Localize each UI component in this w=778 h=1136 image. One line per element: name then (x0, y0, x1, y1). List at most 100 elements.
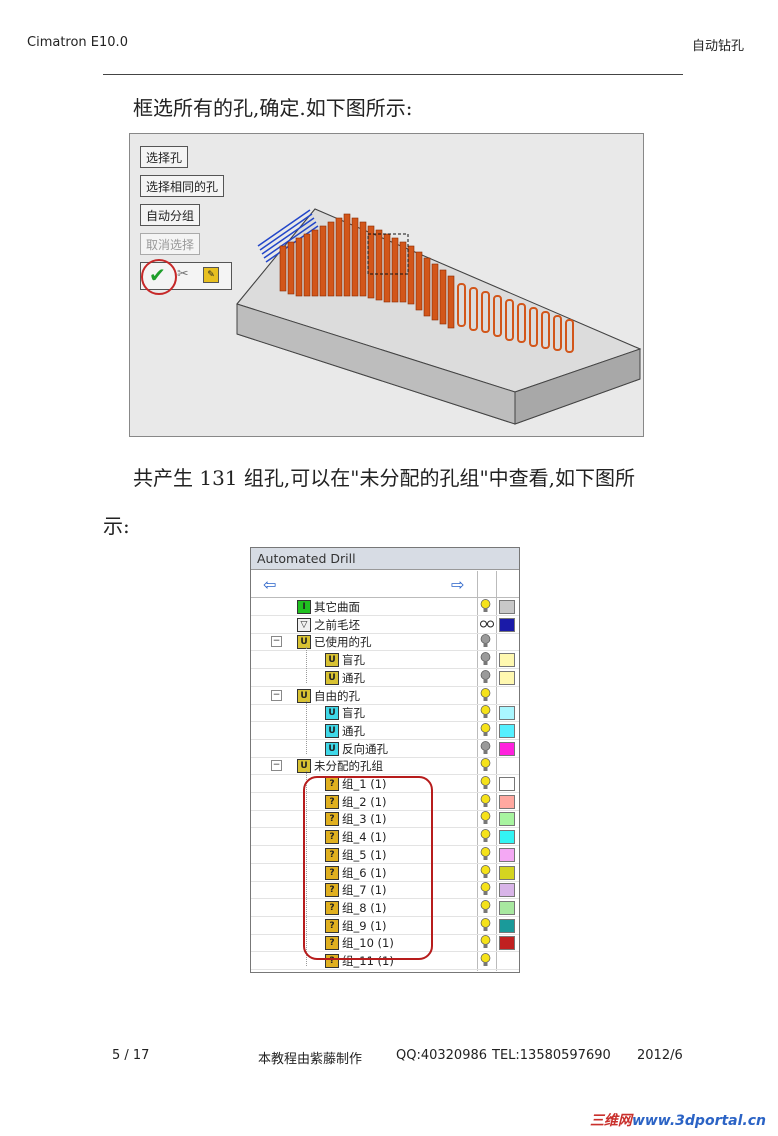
hole-group-icon: ? (325, 812, 339, 827)
lightbulb-icon[interactable] (480, 758, 491, 772)
lightbulb-icon[interactable] (480, 669, 491, 684)
color-swatch[interactable] (499, 617, 515, 632)
lightbulb-icon[interactable] (480, 811, 491, 825)
tree-row-label: 已使用的孔 (314, 635, 372, 650)
collapse-toggle[interactable]: − (271, 760, 282, 772)
auto-group-button[interactable]: 自动分组 (140, 204, 201, 226)
tree-row[interactable]: ?组_10 (1) (251, 934, 519, 953)
group-highlight-box (303, 776, 433, 960)
hole-type-icon: U (325, 653, 339, 668)
color-swatch[interactable] (499, 900, 515, 915)
collapse-toggle[interactable]: − (271, 689, 282, 701)
select-same-hole-button[interactable]: 选择相同的孔 (140, 175, 225, 197)
tree-row-label: 组_2 (1) (342, 794, 387, 809)
watermark-text-2: www.3dportal.cn (631, 1113, 766, 1129)
color-swatch[interactable] (499, 936, 515, 951)
lightbulb-icon[interactable] (480, 864, 491, 879)
tree-row[interactable]: ?组_1 (1) (251, 775, 519, 793)
tree-connector (306, 700, 307, 754)
color-swatch[interactable] (499, 670, 515, 685)
tree-row[interactable]: ?组_4 (1) (251, 828, 519, 847)
footer-author: 本教程由紫藤制作 (258, 1052, 363, 1067)
panel-navbar: ⇦ ⇨ (251, 571, 519, 598)
tree-row[interactable]: ?组_8 (1) (251, 899, 519, 917)
tree-row-label: 组_7 (1) (342, 883, 387, 898)
color-swatch[interactable] (499, 918, 515, 933)
lightbulb-icon[interactable] (480, 793, 491, 808)
collapse-toggle[interactable]: − (271, 636, 282, 648)
hole-group-icon: ? (325, 865, 339, 880)
color-swatch[interactable] (499, 847, 515, 862)
tree-row-label: 组_10 (1) (342, 936, 394, 951)
forward-arrow-icon[interactable]: ⇨ (451, 575, 465, 594)
color-swatch[interactable] (499, 741, 515, 756)
color-swatch[interactable] (499, 830, 515, 845)
tree-row[interactable]: ?组_5 (1) (251, 846, 519, 864)
lightbulb-icon[interactable] (480, 829, 491, 843)
lightbulb-icon[interactable] (480, 652, 491, 666)
column-separator (477, 571, 478, 971)
color-swatch[interactable] (499, 883, 515, 898)
site-watermark: 三维网www.3dportal.cn (590, 1110, 766, 1130)
lightbulb-icon[interactable] (480, 846, 491, 861)
color-swatch[interactable] (499, 653, 515, 668)
lightbulb-icon[interactable] (480, 740, 491, 755)
hole-group-icon: ? (325, 847, 339, 862)
tree-row[interactable]: ?组_3 (1) (251, 810, 519, 829)
lightbulb-icon[interactable] (480, 599, 491, 613)
apply-icon[interactable]: ✂ (177, 266, 189, 282)
lightbulb-icon[interactable] (480, 705, 491, 719)
hole-type-icon: U (325, 670, 339, 685)
color-swatch[interactable] (499, 600, 515, 614)
footer-date: 2012/6 (637, 1048, 683, 1063)
tree-row[interactable]: ?组_9 (1) (251, 917, 519, 935)
hole-group-icon: ? (325, 794, 339, 809)
color-swatch[interactable] (499, 777, 515, 791)
lightbulb-icon[interactable] (480, 935, 491, 949)
lightbulb-icon[interactable] (480, 776, 491, 790)
color-swatch[interactable] (499, 812, 515, 827)
color-swatch[interactable] (499, 723, 515, 738)
tree-row-label: 盲孔 (342, 706, 365, 721)
tree-row-label: 组_8 (1) (342, 900, 387, 915)
back-arrow-icon[interactable]: ⇦ (263, 575, 277, 594)
panel-title: Automated Drill (251, 548, 519, 570)
footer-qq: QQ:40320986 (396, 1048, 488, 1063)
lightbulb-icon[interactable] (480, 900, 491, 914)
column-separator (496, 571, 497, 971)
lightbulb-icon[interactable] (480, 917, 491, 932)
tree-connector (306, 771, 307, 966)
select-hole-button[interactable]: 选择孔 (140, 146, 189, 168)
glasses-icon[interactable] (480, 617, 494, 631)
color-swatch[interactable] (499, 794, 515, 809)
tree-row[interactable]: ?组_6 (1) (251, 864, 519, 882)
tree-row[interactable]: ?组_7 (1) (251, 881, 519, 900)
lightbulb-icon[interactable] (480, 953, 491, 967)
cancel-selection-button[interactable]: 取消选择 (140, 233, 201, 255)
tree-row[interactable]: ?组_11 (1) (251, 952, 519, 970)
lightbulb-icon[interactable] (480, 687, 491, 702)
tree-row[interactable]: ▽之前毛坯 (251, 616, 519, 634)
footer-page: 5 / 17 (112, 1048, 150, 1063)
color-swatch[interactable] (499, 865, 515, 880)
tree-row[interactable]: ?组_2 (1) (251, 793, 519, 811)
lightbulb-icon[interactable] (480, 723, 491, 737)
hole-type-icon: I (297, 600, 311, 614)
color-swatch[interactable] (499, 706, 515, 721)
hole-group-icon: ? (325, 936, 339, 951)
paragraph-2: 共产生 131 组孔,可以在"未分配的孔组"中查看,如下图所 (133, 466, 636, 490)
info-icon[interactable]: ✎ (203, 267, 219, 283)
tree-row-label: 通孔 (342, 670, 365, 685)
lightbulb-icon[interactable] (480, 882, 491, 896)
lightbulb-icon[interactable] (480, 634, 491, 648)
